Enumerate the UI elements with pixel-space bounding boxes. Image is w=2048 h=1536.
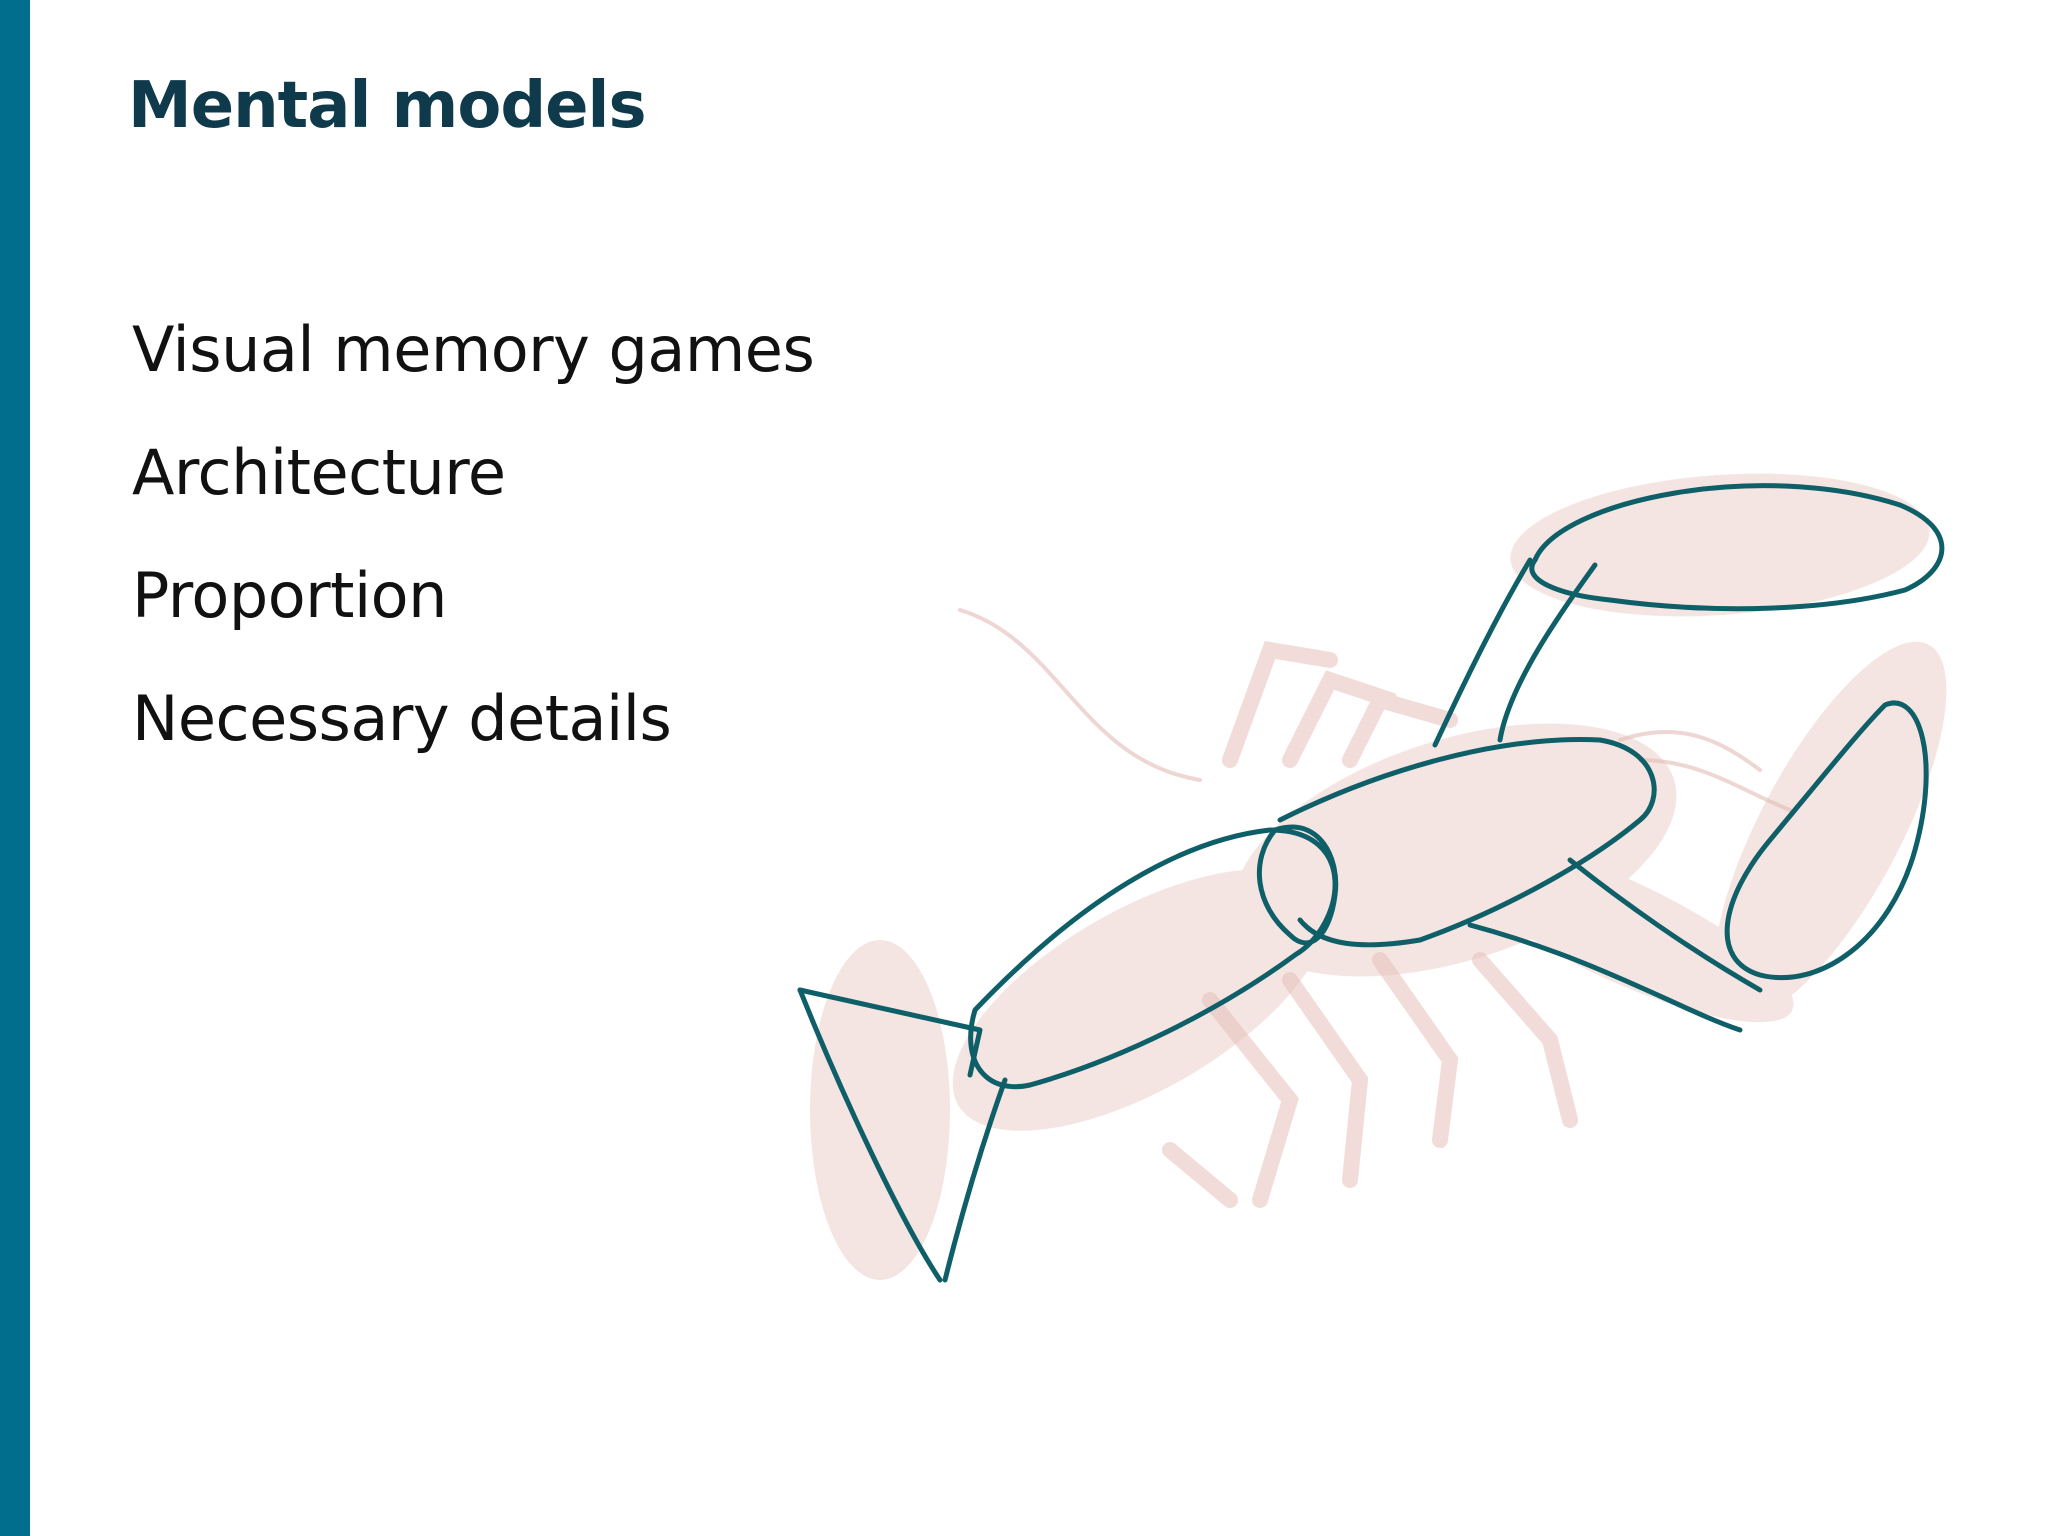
bullet-item-proportion: Proportion: [132, 559, 447, 632]
bullet-item-architecture: Architecture: [132, 436, 506, 509]
lobster-sketch-icon: [797, 473, 1947, 1283]
lobster-sketch-outline: [797, 483, 1945, 1283]
bullet-list: Visual memory games Architecture Proport…: [132, 300, 815, 792]
lobster-photo-silhouette: [810, 473, 1947, 1280]
bullet-item-visual-memory-games: Visual memory games: [132, 313, 815, 386]
lobster-legs: [1162, 641, 1578, 1208]
bullet-item-necessary-details: Necessary details: [132, 682, 672, 755]
accent-bar: [0, 0, 30, 1536]
slide-title: Mental models: [128, 69, 647, 143]
lobster-antennae: [958, 608, 1792, 812]
